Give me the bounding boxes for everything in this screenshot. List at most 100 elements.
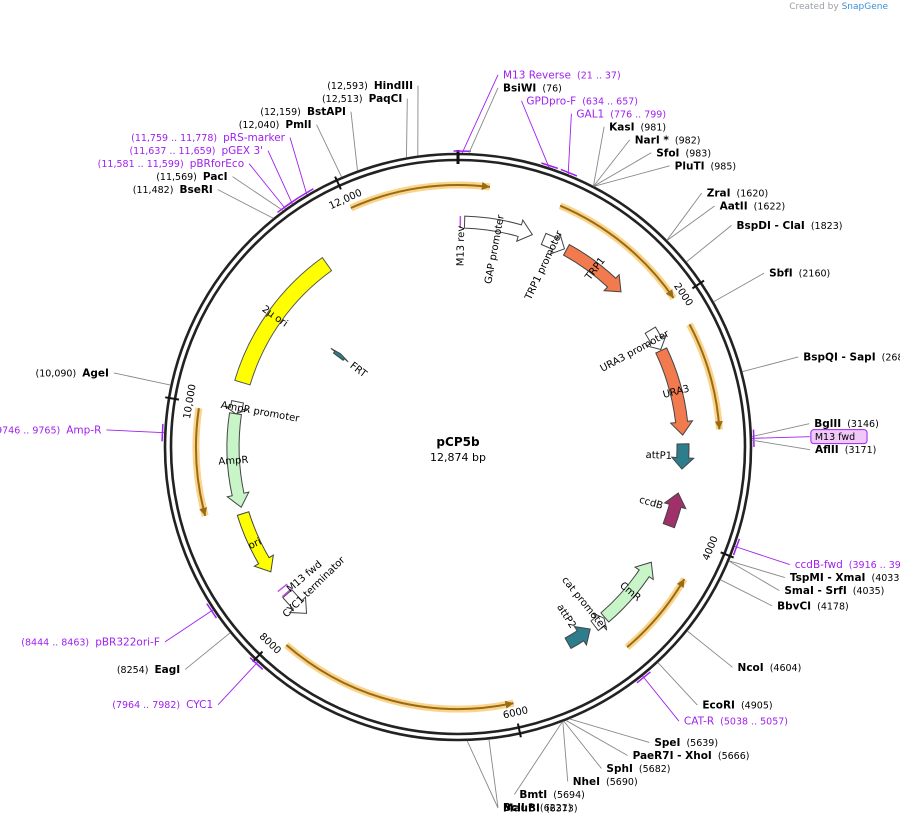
primer-bind-mark [161,423,164,442]
site-label: SfoI (983) [656,147,711,159]
site-position: (4033) [865,573,900,584]
site-position: (985) [705,161,737,172]
tick-label: 6000 [502,705,529,721]
site-label: TspMI - XmaI (4033) [790,572,900,584]
site-position: (5666) [712,751,750,762]
site-name: SbfI [769,268,793,280]
feature-gap-promoter: GAP promoter [463,213,534,285]
enzyme-bglii: BglII (3146) [751,418,879,438]
enzyme-sphi: SphI (5682) [563,720,671,775]
site-label: NheI (5690) [573,776,638,788]
feature-2-ori: 2μ ori [234,256,333,386]
feature-shape [600,561,654,623]
site-mark [281,588,292,598]
enzyme-bbvci: BbvCI (4178) [720,579,849,612]
feature-shape [644,326,667,351]
enzyme-spei: SpeI (5639) [569,718,718,749]
tick-mark [691,279,705,290]
site-layer: M13 Reverse (21 .. 37)BsiWI (76)GPDpro-F… [0,69,900,814]
primer-bind-mark [298,188,314,199]
leader-line [687,630,733,668]
enzyme-bcli: BclI * (6221) [488,739,572,814]
site-label: (11,581 .. 11,599) pBRforEco [98,158,244,170]
site-label: M13 fwd [815,432,855,443]
site-name: pGEX 3' [221,145,263,157]
site-position: (4178) [811,601,849,612]
site-position: (1823) [805,221,843,232]
site-name: BclI * [503,802,534,814]
orf-arrowhead [665,289,674,299]
feature-trp1-promoter: TRP1 promoter [523,228,566,302]
primer-bind-mark [283,197,299,209]
site-name: KasI [609,121,634,133]
primer-bind-mark [732,538,741,556]
orf-arrowhead [481,182,490,190]
leader-line [513,721,563,795]
leader-line [466,740,499,809]
site-name: ZraI [707,188,731,200]
site-label: (9746 .. 9765) Amp-R [0,424,101,436]
enzyme-bseri: (11,482) BseRI [133,184,274,219]
enzyme-agei: (10,090) AgeI [36,367,171,386]
site-label: EcoRI (4905) [702,700,772,712]
site-name: BglII [814,418,841,430]
leader-line [728,560,786,579]
site-name: TspMI - XmaI [790,572,866,584]
tick-mark [252,650,264,663]
site-position: (2160) [793,269,831,280]
feature-shape [655,347,694,436]
site-name: BspQI - SapI [803,351,875,363]
enzyme-hindiii: (12,593) HindIII [327,80,419,156]
primer-pbr322ori-f: (8444 .. 8463) pBR322ori-F [21,603,218,648]
site-name: GPDpro-F [526,95,576,107]
site-label: ccdB-fwd (3916 .. 3935) [795,559,900,571]
site-label: BclI * (6221) [503,802,572,814]
feature-shape [330,347,349,363]
feature-shape [226,412,250,509]
site-position: (4905) [735,701,773,712]
leader-line [593,165,670,187]
enzyme-bmti: BmtI (5694) [513,721,585,801]
feature-shape [234,256,333,386]
enzyme-eagi: (8254) EagI [117,632,231,676]
primer-ccdb-fwd: ccdB-fwd (3916 .. 3935) [732,538,900,571]
site-label: (12,159) BstAPI [260,106,346,118]
watermark-brand: SnapGene [841,2,888,12]
enzyme-aatii: AatII (1622) [666,201,785,241]
orf-arrowhead [714,421,723,430]
primer-cyc1: (7964 .. 7982) CYC1 [112,657,264,711]
site-label: CAT-R (5038 .. 5057) [684,716,788,728]
feature-label: FRT [348,360,370,380]
primer-pgex-3: (11,637 .. 11,659) pGEX 3' [129,145,299,209]
site-label: BglII (3146) [814,418,879,430]
site-position: (634 .. 657) [576,96,638,107]
site-position: (11,569) [156,172,203,183]
site-label: MauBI (6373) [503,803,578,815]
site-name: CAT-R [684,716,714,728]
leader-line [686,225,732,263]
site-name: PluTI [675,160,705,172]
leader-line [728,560,780,592]
leader-line [593,126,605,187]
site-position: (776 .. 799) [604,109,666,120]
site-label: SmaI - SrfI (4035) [784,585,884,597]
site-name: PacI [203,171,228,183]
leader-line [468,87,499,154]
enzyme-zrai: ZraI (1620) [666,188,769,241]
feature-ampr: AmpR [218,412,250,509]
site-label: SbfI (2160) [769,268,830,280]
enzyme-aflii: AflII (3171) [751,439,876,456]
site-name: PaeR7I - XhoI [633,750,712,762]
primer-amp-r: (9746 .. 9765) Amp-R [0,423,165,442]
site-position: (1620) [731,189,769,200]
primer-m13-fwd: M13 fwd [751,429,868,447]
feature-label: ori [247,536,263,552]
feature-ori: ori [236,511,274,573]
site-name: CYC1 [186,699,213,711]
watermark-prefix: Created by [789,2,839,12]
site-label: BspDI - ClaI (1823) [736,220,842,232]
site-position: (5038 .. 5057) [714,717,788,728]
site-position: (5690) [600,777,638,788]
site-label: BsiWI (76) [503,82,562,94]
